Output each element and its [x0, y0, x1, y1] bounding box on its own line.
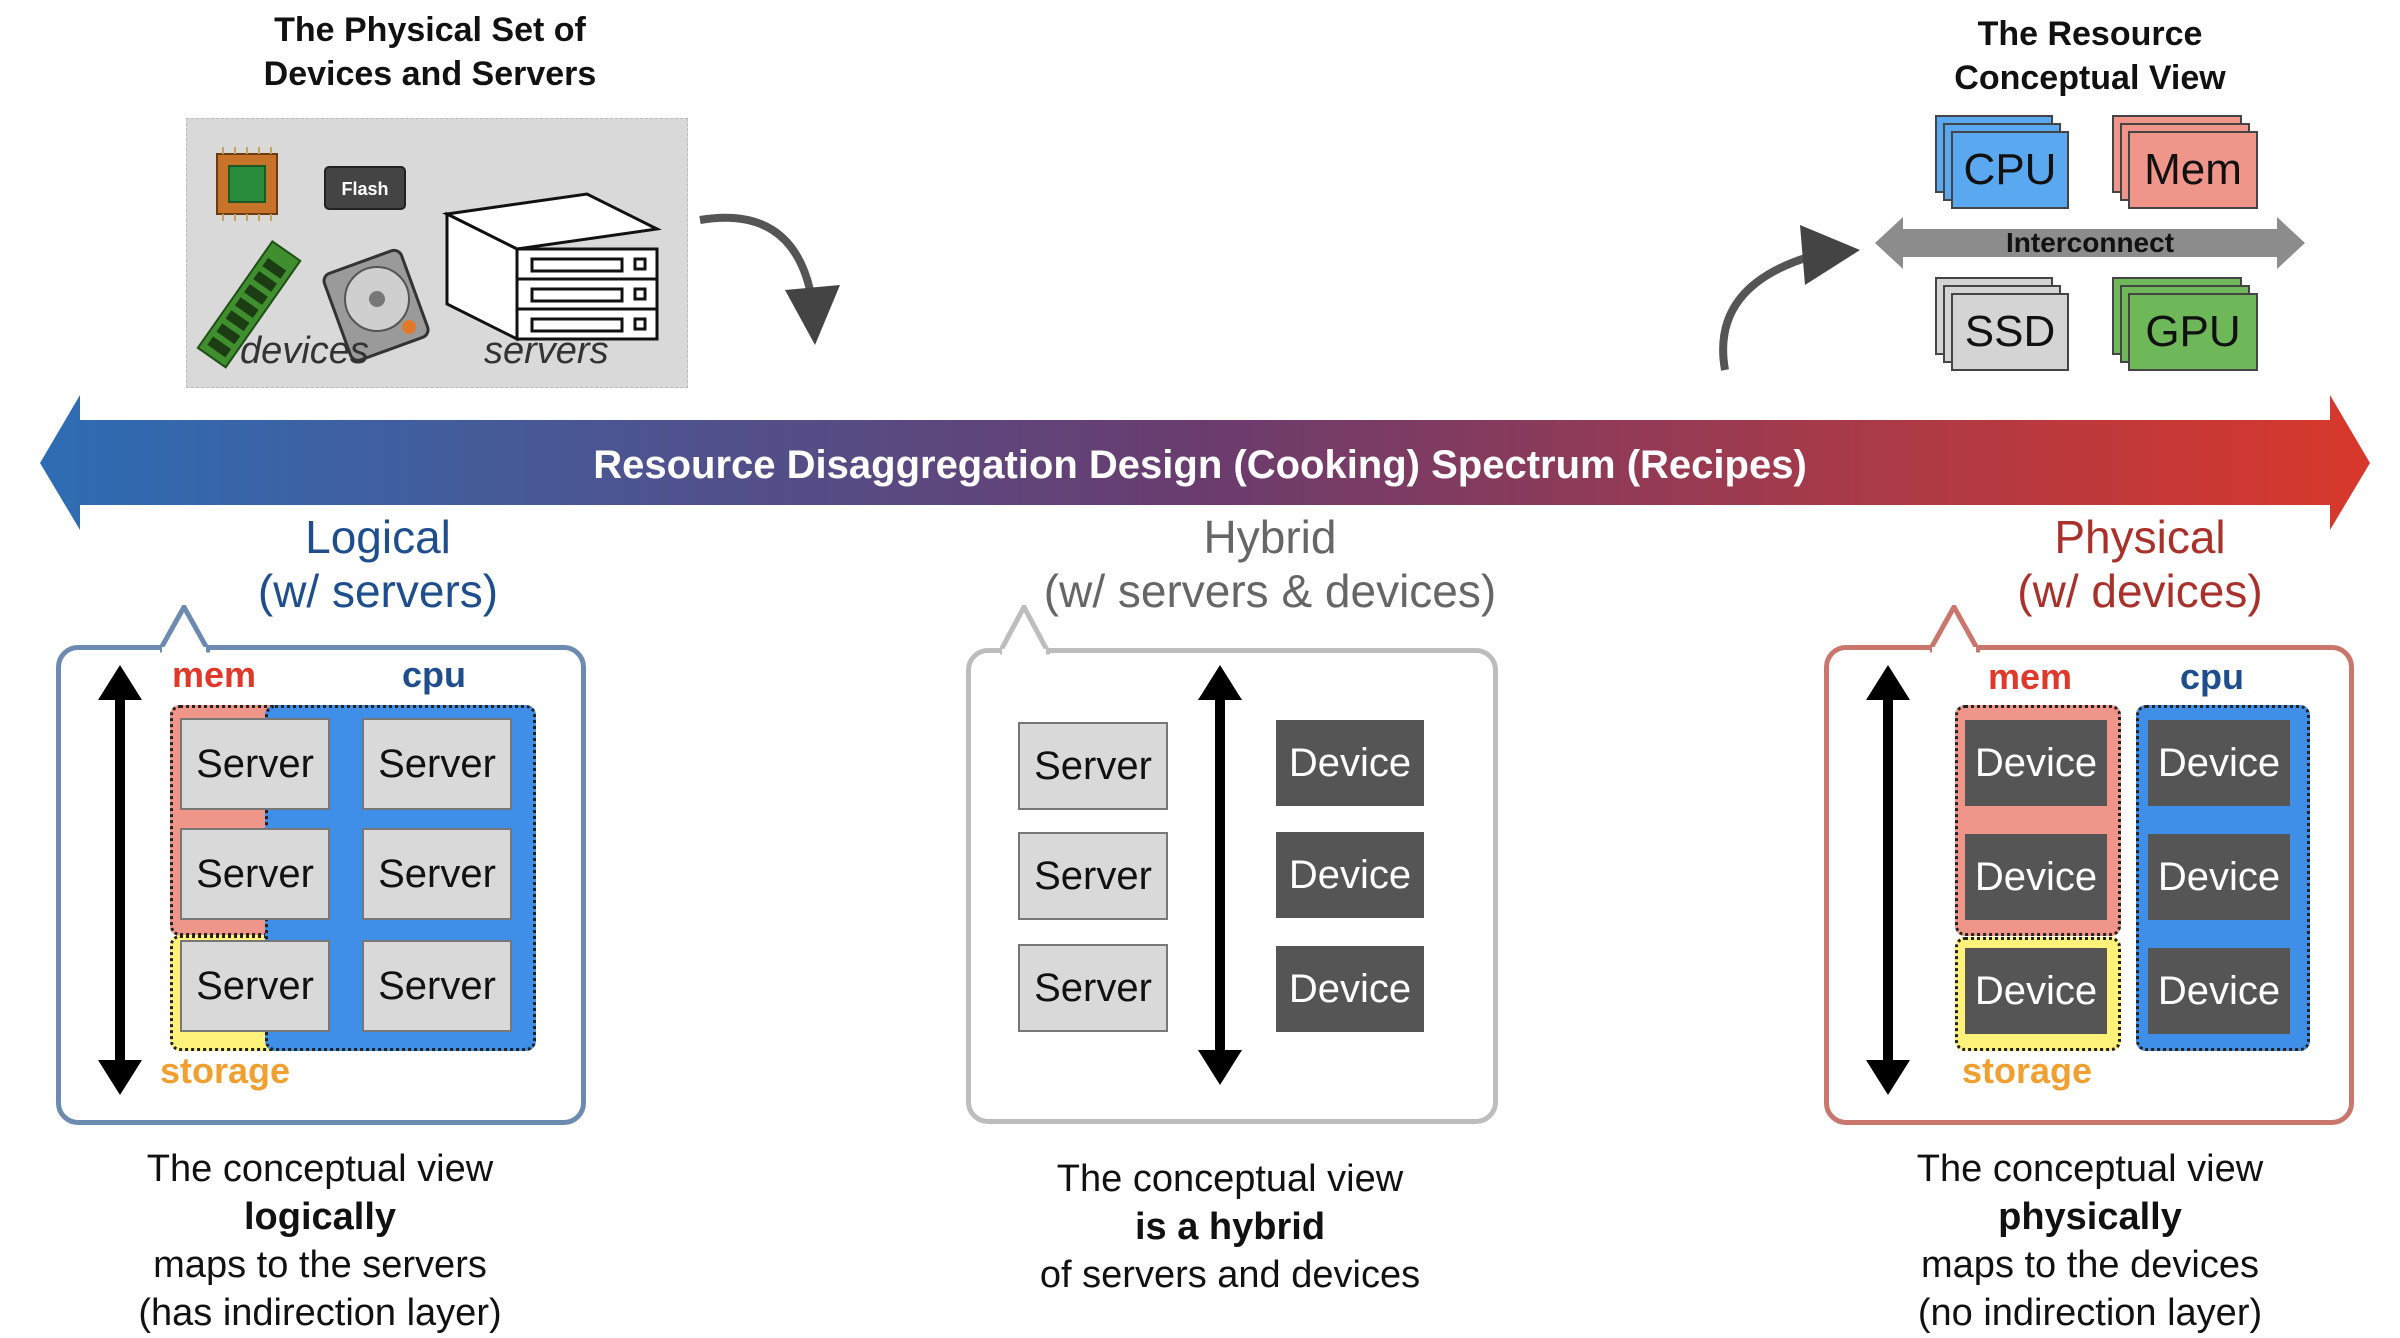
hybrid-scale-arrow — [1198, 665, 1242, 1085]
physical-heading: Physical (w/ devices) — [1950, 510, 2330, 618]
interconnect-label: Interconnect — [2005, 227, 2175, 258]
logical-server-4: Server — [362, 828, 512, 920]
hybrid-server-1: Server — [1018, 722, 1168, 810]
physical-mem-tag: mem — [1988, 656, 2073, 697]
physical-bubble-tail — [1930, 605, 1980, 653]
mem-resource: Mem — [2128, 131, 2258, 209]
physical-heading-line1: Physical — [2054, 511, 2226, 563]
physical-heading-line2: (w/ devices) — [2017, 565, 2263, 617]
hybrid-caption: The conceptual view is a hybrid of serve… — [990, 1155, 1470, 1299]
hybrid-device-1: Device — [1276, 720, 1424, 806]
logical-heading-line2: (w/ servers) — [257, 565, 499, 617]
spectrum-arrow — [40, 395, 2370, 530]
hybrid-caption-line3: of servers and devices — [1039, 1254, 1421, 1296]
logical-scale-arrow — [98, 665, 142, 1095]
logical-caption-line3: maps to the servers — [153, 1244, 487, 1286]
curved-arrow-up-icon — [1719, 225, 1860, 371]
ssd-resource: SSD — [1951, 293, 2069, 371]
logical-heading: Logical (w/ servers) — [178, 510, 578, 618]
hybrid-bubble-tail — [1000, 605, 1050, 655]
resource-view-title-line1: The Resource — [1977, 15, 2203, 53]
physical-set-image: Flash — [186, 118, 688, 388]
logical-server-6: Server — [362, 940, 512, 1032]
physical-device-6: Device — [2148, 948, 2290, 1034]
logical-caption-line2: logically — [243, 1196, 397, 1238]
hybrid-server-3: Server — [1018, 944, 1168, 1032]
gpu-resource: GPU — [2128, 293, 2258, 371]
physical-device-5: Device — [1965, 948, 2107, 1034]
hybrid-device-2: Device — [1276, 832, 1424, 918]
flash-chip-icon: Flash — [324, 166, 406, 210]
resource-view-title: The Resource Conceptual View — [1900, 12, 2280, 100]
logical-caption: The conceptual view logically maps to th… — [80, 1145, 560, 1337]
hybrid-heading: Hybrid (w/ servers & devices) — [1010, 510, 1530, 618]
physical-set-title-line1: The Physical Set of — [274, 11, 586, 49]
resource-view-title-line2: Conceptual View — [1954, 59, 2226, 97]
physical-devices-illustration: Flash — [196, 147, 662, 369]
physical-set-title-line2: Devices and Servers — [263, 55, 597, 93]
devices-label: devices — [240, 330, 369, 372]
logical-heading-line1: Logical — [305, 511, 451, 563]
logical-server-5: Server — [180, 940, 330, 1032]
logical-server-1: Server — [180, 718, 330, 810]
logical-server-3: Server — [180, 828, 330, 920]
hybrid-heading-line2: (w/ servers & devices) — [1043, 565, 1497, 617]
logical-caption-line1: The conceptual view — [146, 1148, 494, 1190]
cpu-chip-icon — [216, 147, 278, 221]
logical-server-2: Server — [362, 718, 512, 810]
physical-device-4: Device — [2148, 834, 2290, 920]
hybrid-caption-line1: The conceptual view — [1056, 1158, 1404, 1200]
hybrid-server-2: Server — [1018, 832, 1168, 920]
logical-storage-tag: storage — [160, 1050, 291, 1091]
physical-scale-arrow — [1866, 665, 1910, 1095]
logical-mem-tag: mem — [172, 654, 257, 695]
cpu-resource: CPU — [1951, 131, 2069, 209]
physical-caption: The conceptual view physically maps to t… — [1845, 1145, 2335, 1337]
servers-label: servers — [484, 330, 609, 372]
physical-caption-line3: maps to the devices — [1921, 1244, 2259, 1286]
physical-storage-tag: storage — [1962, 1050, 2093, 1091]
physical-device-3: Device — [1965, 834, 2107, 920]
hybrid-caption-line2: is a hybrid — [1134, 1206, 1326, 1248]
hybrid-device-3: Device — [1276, 946, 1424, 1032]
logical-bubble-tail — [160, 605, 210, 653]
physical-set-title: The Physical Set of Devices and Servers — [200, 8, 660, 96]
physical-caption-line2: physically — [1998, 1196, 2182, 1238]
memory-stick-icon — [196, 239, 302, 369]
physical-device-2: Device — [2148, 720, 2290, 806]
interconnect-arrow — [1875, 217, 2305, 269]
physical-caption-line1: The conceptual view — [1916, 1148, 2264, 1190]
hybrid-heading-line1: Hybrid — [1203, 511, 1337, 563]
hard-disk-icon — [322, 248, 430, 362]
physical-cpu-tag: cpu — [2180, 656, 2245, 697]
logical-cpu-tag: cpu — [402, 654, 467, 695]
spectrum-label: Resource Disaggregation Design (Cooking)… — [593, 443, 1807, 487]
curved-arrow-down-icon — [699, 213, 840, 345]
physical-caption-line4: (no indirection layer) — [1917, 1292, 2263, 1334]
server-stack-icon — [442, 192, 662, 342]
svg-text:Flash: Flash — [341, 179, 388, 199]
physical-device-1: Device — [1965, 720, 2107, 806]
logical-caption-line4: (has indirection layer) — [138, 1292, 502, 1334]
